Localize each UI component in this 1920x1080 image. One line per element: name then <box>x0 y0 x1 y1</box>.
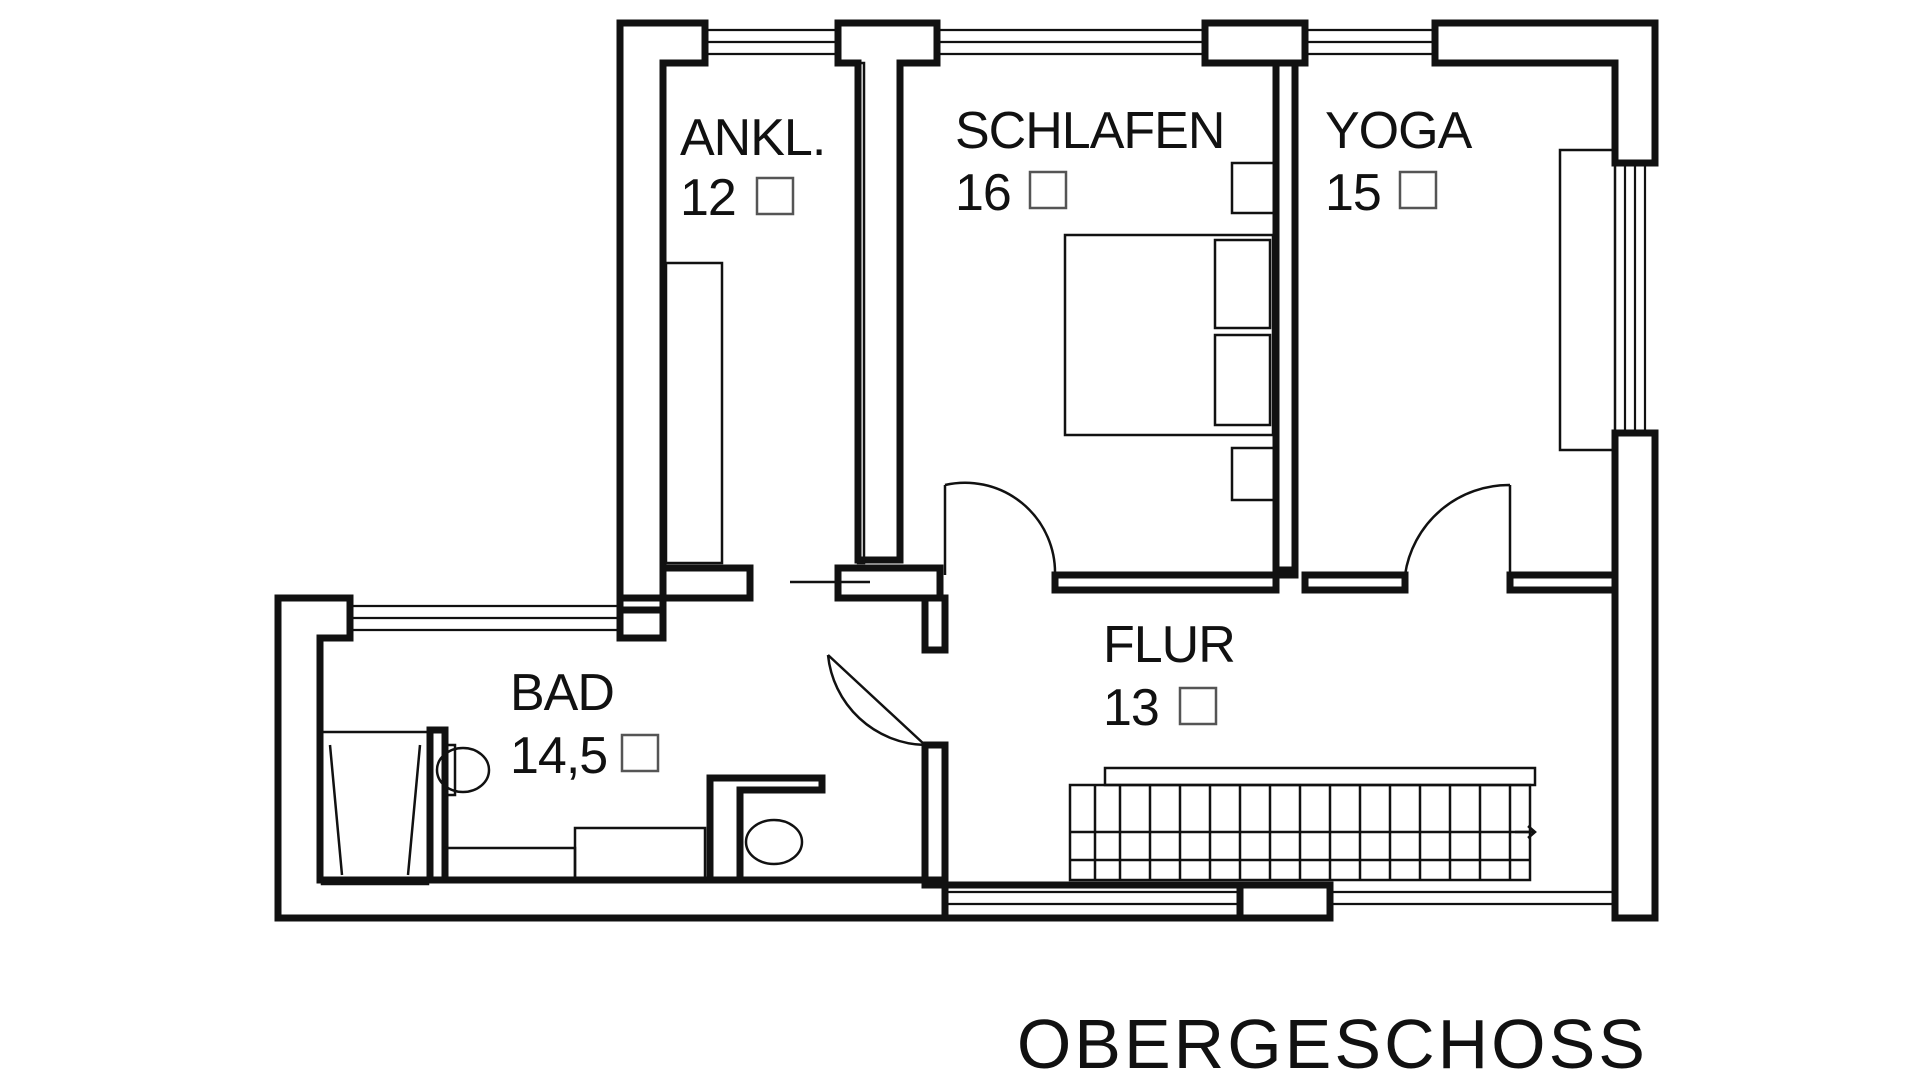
room-name: YOGA <box>1325 102 1473 160</box>
area-box <box>755 176 795 216</box>
area-box <box>1028 170 1068 210</box>
windows <box>350 28 1647 906</box>
room-ankl: ANKL. 12 <box>680 109 826 227</box>
room-schlafen: SCHLAFEN 16 <box>955 102 1225 222</box>
room-area: 13 <box>1103 679 1159 737</box>
room-yoga: YOGA 15 <box>1325 102 1474 222</box>
room-area: 16 <box>955 164 1011 222</box>
area-box <box>1178 686 1218 726</box>
furniture <box>320 61 1617 886</box>
area-box <box>620 733 660 773</box>
room-area: 14,5 <box>510 727 607 785</box>
room-flur: FLUR 13 <box>1103 616 1236 737</box>
plan-title: OBERGESCHOSS <box>1017 1005 1648 1080</box>
room-bad: BAD 14,5 <box>510 664 660 785</box>
area-box <box>1398 170 1438 210</box>
room-name: BAD <box>510 664 614 722</box>
room-area: 15 <box>1325 164 1381 222</box>
stair-treads <box>1070 785 1530 880</box>
room-name: ANKL. <box>680 109 825 167</box>
room-name: FLUR <box>1103 616 1235 674</box>
doors <box>790 481 1512 747</box>
room-area: 12 <box>680 169 736 227</box>
room-name: SCHLAFEN <box>955 102 1224 160</box>
